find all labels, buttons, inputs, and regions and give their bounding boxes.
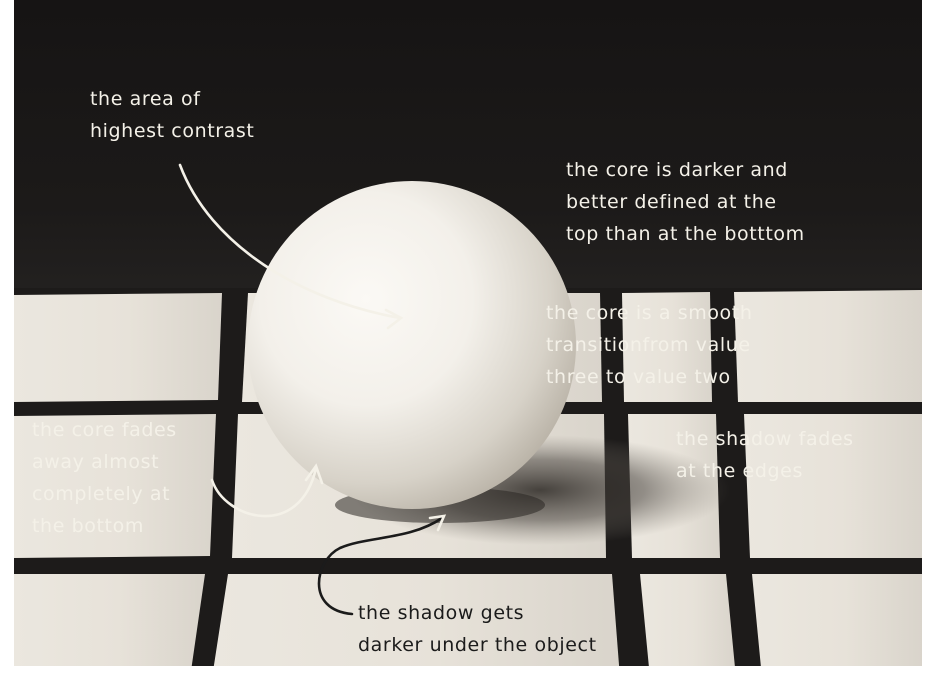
left-margin xyxy=(0,0,14,678)
note-core-darker: the core is darker and better defined at… xyxy=(566,154,805,250)
note-core-fades: the core fades away almost completely at… xyxy=(32,414,177,542)
note-line: better defined at the xyxy=(566,186,805,218)
note-line: darker under the object xyxy=(358,629,597,661)
note-shadow-fades: the shadow fades at the edges xyxy=(676,423,854,487)
note-line: transitionfrom value xyxy=(546,329,752,361)
note-line: completely at xyxy=(32,478,177,510)
note-line: at the edges xyxy=(676,455,854,487)
note-line: away almost xyxy=(32,446,177,478)
note-line: the bottom xyxy=(32,510,177,542)
note-line: the core is darker and xyxy=(566,154,805,186)
note-line: the core is a smooth xyxy=(546,297,752,329)
note-highest-contrast: the area of highest contrast xyxy=(90,83,254,147)
note-line: the core fades xyxy=(32,414,177,446)
note-line: three to value two xyxy=(546,361,752,393)
bottom-margin xyxy=(0,666,936,678)
right-margin xyxy=(922,0,936,678)
note-shadow-darker: the shadow gets darker under the object xyxy=(358,597,597,661)
note-line: top than at the botttom xyxy=(566,218,805,250)
note-line: the shadow gets xyxy=(358,597,597,629)
note-line: the area of xyxy=(90,83,254,115)
note-core-smooth: the core is a smooth transitionfrom valu… xyxy=(546,297,752,393)
note-line: highest contrast xyxy=(90,115,254,147)
note-line: the shadow fades xyxy=(676,423,854,455)
white-sphere xyxy=(248,181,576,509)
